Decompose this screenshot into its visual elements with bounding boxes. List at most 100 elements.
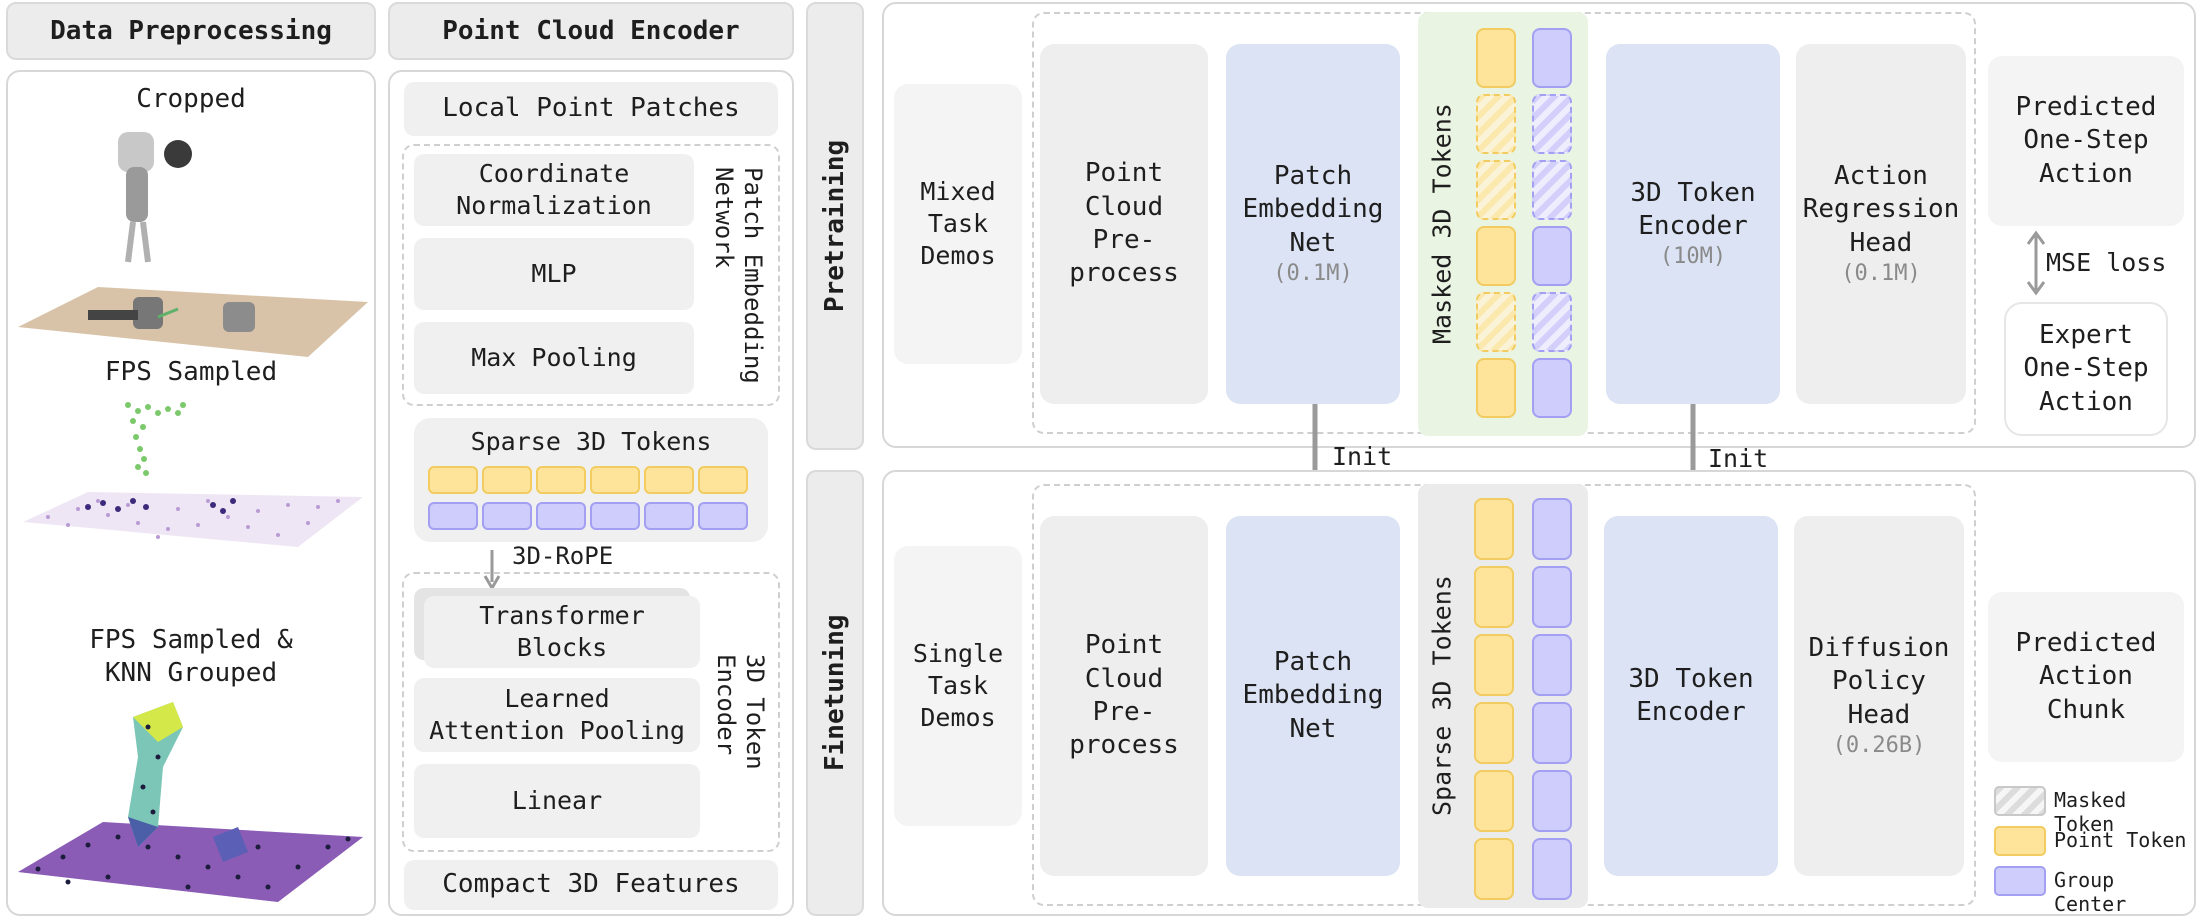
point-token: [1474, 702, 1514, 764]
sparse-3d-tokens-vertical-label: Sparse 3D Tokens: [1427, 575, 1457, 817]
pretrain-point-cloud-preprocess-box: Point Cloud Pre- process: [1040, 44, 1208, 404]
group-center-token: [428, 502, 478, 530]
point-token: [428, 466, 478, 494]
fps-sampled-label: FPS Sampled: [104, 357, 278, 388]
masked-group-center-token: [1532, 292, 1572, 352]
point-cloud-encoder-panel: Local Point Patches Coordinate Normaliza…: [388, 70, 794, 916]
group-center-token: [590, 502, 640, 530]
masked-token-legend-label: Masked Token: [2054, 788, 2127, 836]
expert-one-step-action-box: Expert One-Step Action: [2004, 302, 2168, 436]
patch-embedding-network-label: Patch Embedding Network: [710, 166, 767, 384]
masked-point-token: [1476, 292, 1516, 352]
legend: Masked Token Point Token Group Center: [1990, 784, 2194, 916]
masked-group-center-token: [1532, 160, 1572, 220]
pretrain-3d-token-encoder-box: 3D Token Encoder (10M): [1606, 44, 1780, 404]
data-preprocessing-header: Data Preprocessing: [6, 2, 376, 60]
transformer-blocks-box: Transformer Blocks: [424, 596, 700, 668]
finetuning-stage-label: Finetuning: [820, 614, 850, 772]
sparse-3d-tokens-group: Sparse 3D Tokens: [1418, 484, 1588, 908]
sparse-3d-tokens-box: Sparse 3D Tokens: [414, 418, 768, 542]
knn-group-column: [128, 702, 248, 862]
masked-3d-tokens-label: Masked 3D Tokens: [1427, 103, 1457, 345]
point-token: [590, 466, 640, 494]
group-center-token: [1532, 838, 1572, 900]
learned-attention-pooling-box: Learned Attention Pooling: [414, 678, 700, 752]
group-center-swatch: [1994, 866, 2046, 896]
knn-points: [35, 724, 351, 890]
single-task-demos-box: Single Task Demos: [894, 546, 1022, 826]
action-regression-head-params: (0.1M): [1841, 260, 1921, 286]
predicted-action-chunk-box: Predicted Action Chunk: [1988, 592, 2184, 762]
max-pooling-box: Max Pooling: [414, 322, 694, 394]
action-regression-head-box: Action Regression Head (0.1M): [1796, 44, 1966, 404]
masked-point-token: [1476, 160, 1516, 220]
point-cloud-encoder-header: Point Cloud Encoder: [388, 2, 794, 60]
mse-loss-label: MSE loss: [2046, 248, 2167, 277]
3d-rope-label: 3D-RoPE: [512, 542, 614, 570]
pretrain-patch-embedding-net-box: Patch Embedding Net (0.1M): [1226, 44, 1400, 404]
point-token: [1476, 226, 1516, 286]
group-center-token: [1532, 28, 1572, 88]
mixed-task-demos-box: Mixed Task Demos: [894, 84, 1022, 364]
point-token-swatch: [1994, 826, 2046, 856]
pretraining-stage-label: Pretraining: [820, 139, 850, 313]
patch-embedding-params: (0.1M): [1273, 260, 1353, 286]
diffusion-policy-head-label: Diffusion Policy Head: [1808, 633, 1950, 730]
point-token: [698, 466, 748, 494]
point-token: [644, 466, 694, 494]
init-label-encoder: Init: [1708, 444, 1769, 473]
point-token: [1474, 770, 1514, 832]
point-token: [536, 466, 586, 494]
group-center-token: [536, 502, 586, 530]
bidirectional-arrow-icon: [2026, 230, 2046, 296]
point-token: [482, 466, 532, 494]
point-token: [1474, 566, 1514, 628]
group-center-token: [1532, 498, 1572, 560]
local-point-patches-box: Local Point Patches: [404, 82, 778, 136]
point-token-legend-label: Point Token: [2054, 828, 2187, 852]
finetune-3d-token-encoder-box: 3D Token Encoder: [1604, 516, 1778, 876]
sampled-points-dark: [85, 498, 236, 514]
group-center-token: [1532, 634, 1572, 696]
diffusion-policy-head-params: (0.26B): [1832, 732, 1926, 758]
group-center-token: [1532, 770, 1572, 832]
point-token: [1474, 498, 1514, 560]
kettle-icon: [88, 297, 255, 332]
group-center-token: [1532, 226, 1572, 286]
finetune-patch-embedding-net-box: Patch Embedding Net: [1226, 516, 1400, 876]
group-center-token: [1532, 358, 1572, 418]
masked-group-center-token: [1532, 94, 1572, 154]
compact-3d-features-box: Compact 3D Features: [404, 860, 778, 910]
coordinate-normalization-box: Coordinate Normalization: [414, 154, 694, 226]
masked-token-swatch: [1994, 786, 2046, 816]
predicted-one-step-action-box: Predicted One-Step Action: [1988, 56, 2184, 226]
point-token: [1474, 838, 1514, 900]
point-token: [1474, 634, 1514, 696]
knn-grouped-image: [18, 702, 363, 902]
3d-token-encoder-group: [402, 572, 780, 852]
fps-sampled-image: [23, 402, 363, 547]
table-surface: [18, 287, 368, 357]
cropped-scene-image: [18, 132, 368, 357]
group-center-legend-label: Group Center: [2054, 868, 2127, 916]
robot-gripper-icon: [118, 132, 192, 263]
masked-point-token: [1476, 94, 1516, 154]
group-center-token: [698, 502, 748, 530]
mlp-box: MLP: [414, 238, 694, 310]
sampled-points-green: [125, 402, 186, 476]
data-preprocessing-panel: Cropped FPS Sampled: [6, 70, 376, 916]
patch-embedding-network-group: [402, 144, 780, 406]
finetuning-stage-tab: Finetuning: [806, 470, 864, 916]
sparse-3d-tokens-label: Sparse 3D Tokens: [470, 427, 712, 456]
knn-grouped-label: FPS Sampled & KNN Grouped: [89, 624, 293, 688]
init-label-patch: Init: [1332, 442, 1393, 471]
token-encoder-label: 3D Token Encoder: [1630, 177, 1756, 241]
point-token: [1476, 28, 1516, 88]
group-center-token: [1532, 702, 1572, 764]
masked-3d-tokens-group: Masked 3D Tokens: [1418, 12, 1588, 436]
point-token: [1476, 358, 1516, 418]
group-center-token: [644, 502, 694, 530]
group-center-token: [1532, 566, 1572, 628]
action-regression-head-label: Action Regression Head: [1802, 161, 1960, 258]
patch-embedding-net-label: Patch Embedding Net: [1242, 161, 1384, 258]
